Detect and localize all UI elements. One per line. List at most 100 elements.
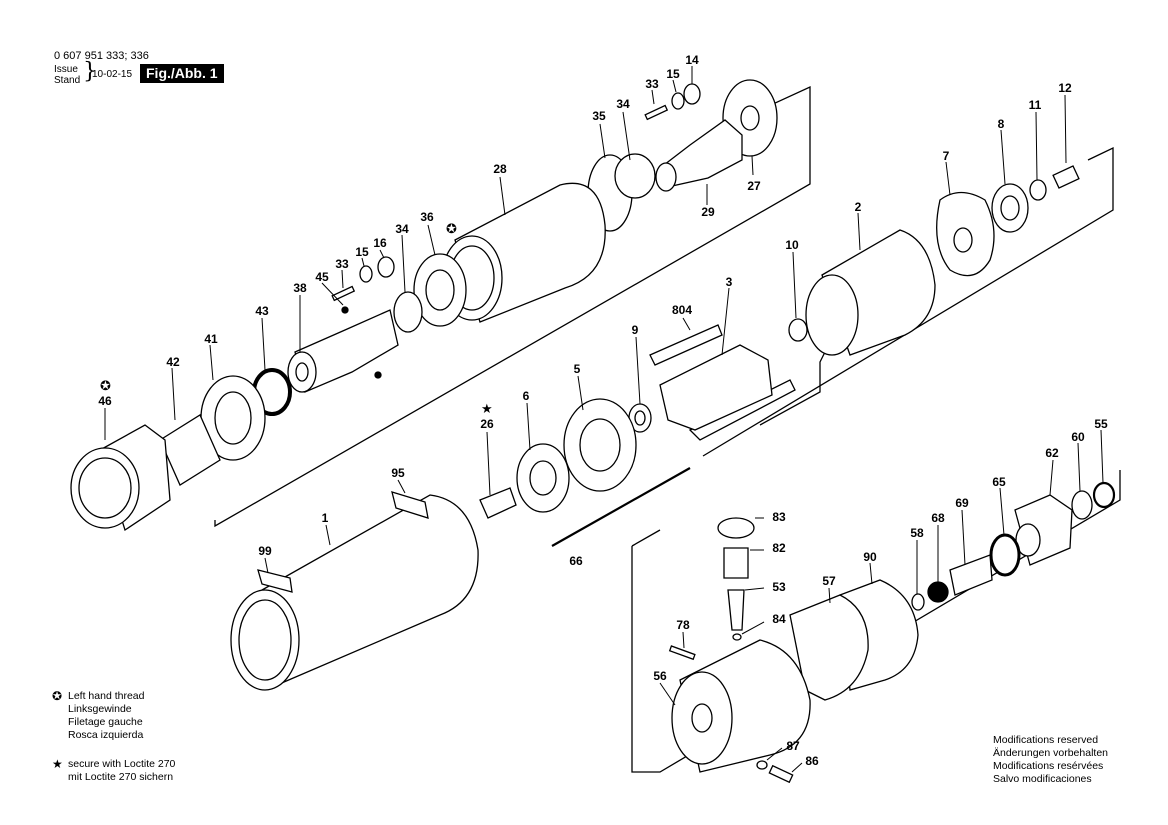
part-label-15: 15	[666, 67, 680, 81]
parts	[70, 79, 1116, 784]
clip-57	[789, 594, 869, 701]
gear-14	[683, 83, 701, 105]
issue-date: 10-02-15	[92, 69, 133, 80]
part-label-29: 29	[701, 205, 715, 219]
spindle-29	[659, 119, 743, 187]
part-label-55: 55	[1094, 417, 1108, 431]
legend-loctite: ★ secure with Loctite 270 mit Loctite 27…	[52, 758, 176, 784]
legend-left-hand-thread: ✪ Left hand thread Linksgewinde Filetage…	[52, 690, 145, 742]
spring-69	[949, 554, 993, 596]
part-label-42: 42	[166, 355, 180, 369]
frame-upper-left	[214, 85, 811, 528]
loctite-symbol: ★	[52, 757, 63, 771]
part-label-53: 53	[772, 580, 786, 594]
ball-68	[927, 581, 949, 603]
part-label-86: 86	[805, 754, 819, 768]
o-ring-10	[788, 318, 808, 342]
cylinder-2-open	[805, 274, 859, 356]
housing-56-bore	[691, 703, 713, 733]
issue-stand-labels: Issue Stand	[54, 64, 80, 86]
leader-3	[721, 287, 730, 356]
housing-46-inner	[78, 457, 132, 519]
figure-label: Fig./Abb. 1	[140, 64, 224, 83]
part-label-56: 56	[653, 669, 667, 683]
leader-84	[741, 621, 765, 635]
part-label-99: 99	[258, 544, 272, 558]
spring-82	[723, 547, 749, 579]
sleeve-1	[261, 494, 479, 689]
o-ring-84	[732, 633, 742, 641]
vane-804a	[649, 324, 723, 366]
ball-45b	[374, 371, 382, 379]
left-hand-thread-marker-36: ✪	[446, 222, 457, 237]
legend-lh-line-1: Left hand thread	[68, 690, 145, 702]
pin-78	[668, 645, 696, 661]
part-label-68: 68	[931, 511, 945, 525]
leader-804	[682, 317, 691, 331]
leader-60	[1077, 442, 1081, 492]
bearing-36-inner	[425, 269, 455, 311]
part-label-45: 45	[315, 270, 329, 284]
leader-95	[397, 479, 406, 494]
legend-loctite-line-1: secure with Loctite 270	[68, 758, 176, 770]
leader-33-top	[651, 89, 655, 105]
clip-99	[257, 569, 293, 593]
ring-34-top	[614, 153, 656, 199]
clip-95	[391, 491, 429, 519]
leader-5	[577, 375, 584, 411]
valve-53	[727, 589, 745, 631]
part-label-65: 65	[992, 475, 1006, 489]
leader-16	[379, 249, 385, 259]
part-label-14: 14	[685, 53, 699, 67]
part-label-83: 83	[772, 510, 786, 524]
leader-34-top	[622, 111, 631, 161]
part-label-10: 10	[785, 238, 799, 252]
leader-87	[766, 747, 783, 761]
stand-label: Stand	[54, 75, 81, 86]
leader-57	[828, 587, 831, 604]
filter-60	[1071, 490, 1093, 520]
part-label-8: 8	[998, 117, 1005, 131]
leader-6	[526, 402, 531, 451]
document-number: 0 607 951 333; 336	[54, 50, 149, 62]
leader-99	[264, 557, 269, 574]
pin-33-mid	[331, 285, 356, 302]
part-label-62: 62	[1045, 446, 1059, 460]
ball-45	[341, 306, 349, 314]
part-labels: 1415333435272928361615343345384341424612…	[98, 53, 1108, 768]
part-label-90: 90	[863, 550, 877, 564]
legend-lh-line-4: Rosca izquierda	[68, 729, 144, 741]
leader-26	[486, 431, 491, 496]
part-label-46: 46	[98, 394, 112, 408]
part-label-27: 27	[747, 179, 761, 193]
part-label-58: 58	[910, 526, 924, 540]
frame-lower-right	[631, 470, 1121, 773]
leader-36	[427, 224, 436, 256]
modifications-line-2: Änderungen vorbehalten	[993, 747, 1109, 759]
ring-34-mid	[393, 291, 423, 333]
leader-43	[261, 317, 266, 371]
o-ring-65	[989, 533, 1021, 577]
leader-8	[1000, 129, 1006, 185]
leader-10	[792, 251, 797, 319]
leader-35	[599, 123, 606, 159]
part-label-16: 16	[373, 236, 387, 250]
spindle-38-bore	[295, 362, 309, 382]
leader-86	[791, 762, 803, 773]
loctite-marker-26: ★	[481, 402, 493, 417]
legend-lh-line-3: Filetage gauche	[68, 716, 143, 728]
leader-27	[751, 155, 754, 176]
leader-90	[869, 562, 873, 585]
part-label-804: 804	[672, 303, 692, 317]
leader-65	[999, 487, 1005, 536]
leader-9	[635, 336, 641, 405]
part-label-87: 87	[786, 739, 800, 753]
leader-12	[1064, 94, 1067, 164]
end-plate-5-inner	[579, 418, 621, 472]
issue-label: Issue	[54, 64, 78, 75]
leader-7	[945, 161, 951, 196]
leader-33-mid	[341, 269, 344, 289]
part-label-5: 5	[574, 362, 581, 376]
sleeve-1-inner	[238, 599, 292, 681]
rotor-3	[659, 344, 773, 431]
